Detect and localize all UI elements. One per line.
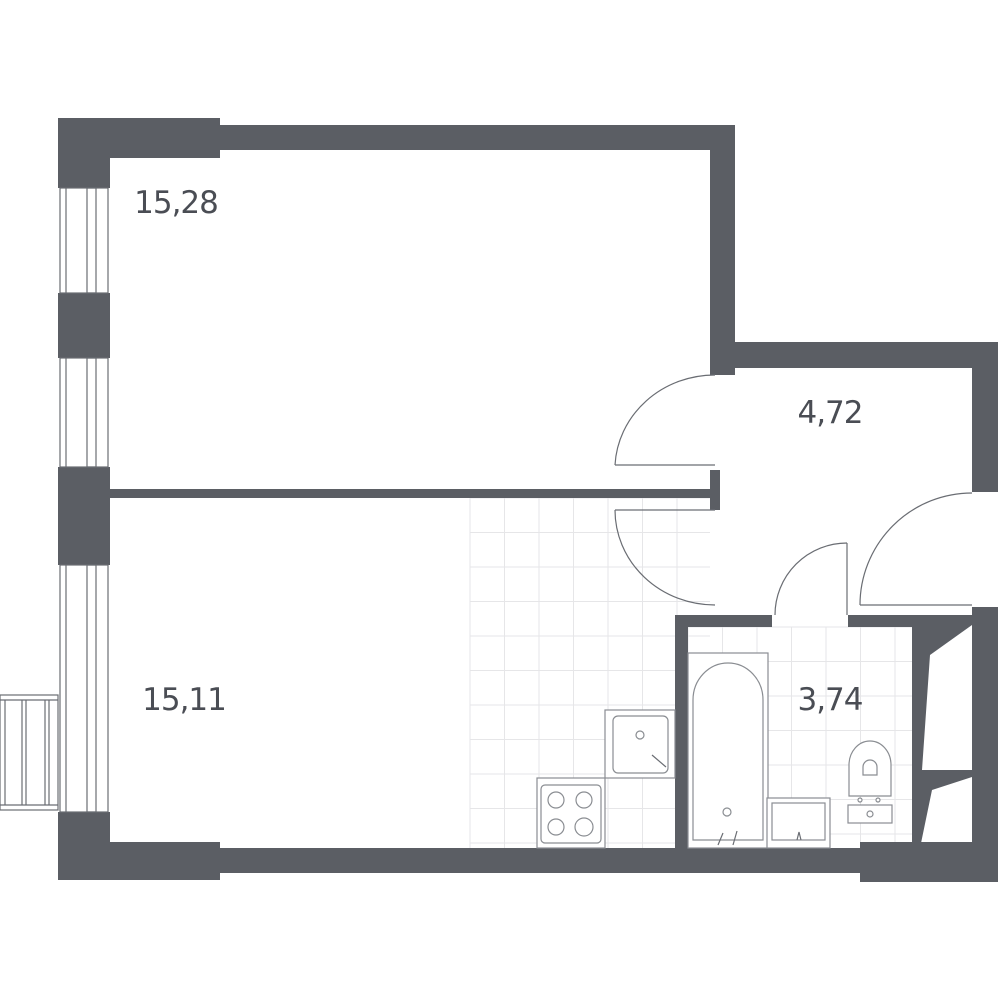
stove-icon (536, 777, 606, 849)
door-entrance[interactable] (859, 492, 973, 606)
walls (58, 118, 998, 882)
door-bathroom[interactable] (774, 542, 848, 616)
door-bedroom[interactable] (614, 374, 716, 466)
toilet-icon (847, 740, 893, 824)
windows (59, 187, 109, 813)
balcony-railing (0, 694, 59, 811)
washbasin-icon (766, 797, 831, 849)
room-area-hallway: 4,72 (797, 395, 863, 431)
room-area-living-kitchen: 15,11 (142, 682, 227, 718)
sink-icon (604, 709, 676, 779)
room-area-bathroom: 3,74 (797, 682, 863, 718)
room-area-bedroom: 15,28 (134, 185, 219, 221)
bathtub-icon (687, 652, 769, 849)
door-kitchen[interactable] (614, 509, 716, 606)
